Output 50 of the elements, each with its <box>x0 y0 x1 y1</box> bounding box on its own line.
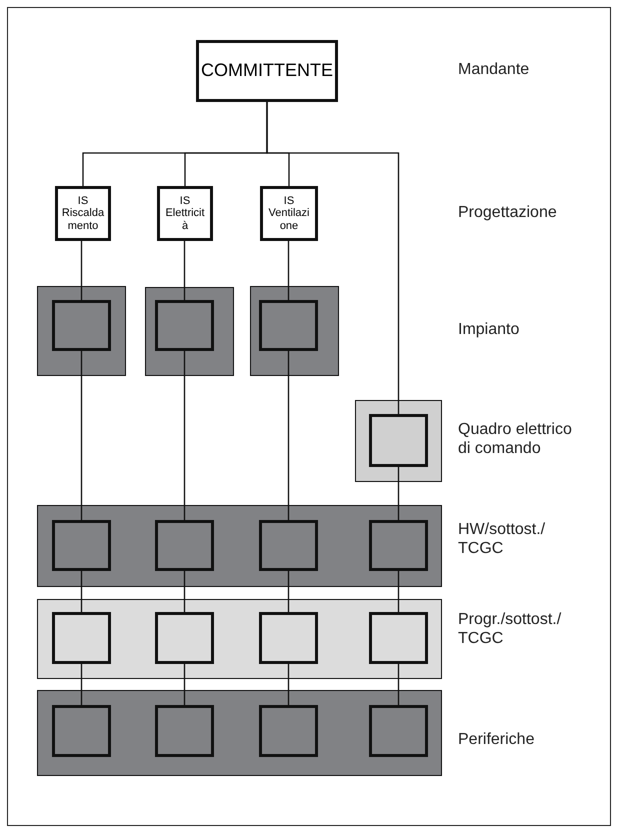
level-label: Periferiche <box>458 730 536 749</box>
inner-box <box>259 520 318 571</box>
inner-box <box>369 612 428 664</box>
connector-line <box>288 664 290 705</box>
level-label: Quadro elettrico di comando <box>458 420 573 458</box>
connector-line <box>266 102 400 414</box>
band-panel <box>37 599 442 679</box>
inner-box <box>155 705 214 757</box>
level-label: Mandante <box>458 60 530 79</box>
inner-box <box>369 520 428 571</box>
connector-line <box>184 571 186 612</box>
inner-box <box>259 300 318 351</box>
connector-line <box>398 571 400 612</box>
connector-line <box>184 664 186 705</box>
inner-box <box>155 612 214 664</box>
band-panel <box>37 505 442 587</box>
inner-box <box>369 705 428 757</box>
connector-line <box>80 241 82 300</box>
connector-line <box>398 664 400 705</box>
process-box: IS Ventilazi one <box>260 186 318 241</box>
connector-line <box>184 351 186 520</box>
connector-line <box>288 351 290 520</box>
outer-panel <box>145 287 234 376</box>
level-label: Impianto <box>458 320 520 339</box>
connector-line <box>80 664 82 705</box>
outer-panel <box>37 286 126 376</box>
inner-box <box>155 300 214 351</box>
connector-line <box>288 241 290 300</box>
band-panel <box>37 690 442 776</box>
inner-box <box>52 300 111 351</box>
inner-box <box>52 520 111 571</box>
outer-panel <box>250 286 339 376</box>
level-label: Progr./sottost./ TCGC <box>458 610 562 648</box>
outer-panel <box>355 400 442 482</box>
level-label: Progettazione <box>458 203 558 222</box>
inner-box <box>52 705 111 757</box>
inner-box <box>52 612 111 664</box>
inner-box <box>259 705 318 757</box>
connector-line <box>184 241 186 300</box>
process-box: COMMITTENTE <box>196 40 338 102</box>
inner-box <box>369 414 428 467</box>
process-box: IS Riscalda mento <box>55 186 111 241</box>
connector-line <box>288 571 290 612</box>
level-label: HW/sottost./ TCGC <box>458 520 546 558</box>
process-box: IS Elettricit à <box>157 186 213 241</box>
inner-box <box>155 520 214 571</box>
connector-line <box>80 351 82 520</box>
inner-box <box>259 612 318 664</box>
connector-line <box>398 467 400 520</box>
connector-line <box>80 571 82 612</box>
